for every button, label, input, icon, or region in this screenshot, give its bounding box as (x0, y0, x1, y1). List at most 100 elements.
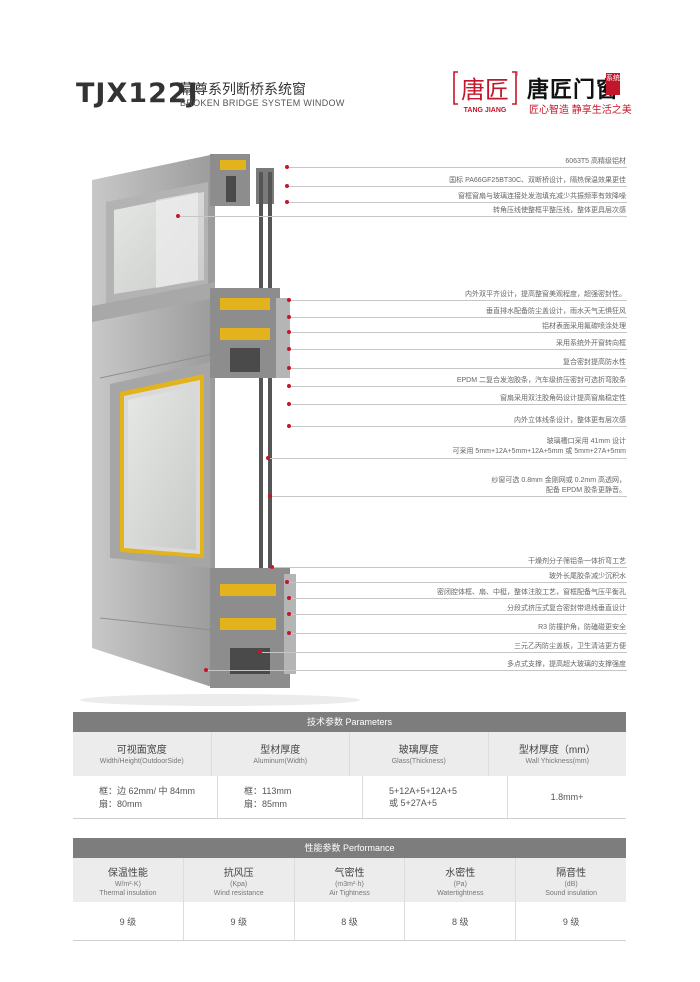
callout-text: 6063T5 高精级铝材 (565, 158, 626, 165)
callout-line (180, 216, 627, 217)
callout-text: 国标 PA66GF25BT30C、双断桥设计，隔热保温效果更佳 (449, 177, 626, 184)
callout-text: 内外立体线条设计，整体更有层次感 (514, 417, 626, 424)
header-en: Aluminum(Width) (253, 758, 308, 765)
performance-title: 性能参数 Performance (73, 838, 626, 858)
callout-text: EPDM 二复合发泡胶条，汽车级挤压密封可选折弯胶条 (456, 377, 626, 384)
header-en: Glass(Thickness) (391, 758, 446, 765)
callout-line (291, 598, 627, 599)
value-line: 框：边 62mm/ 中 84mm (99, 786, 196, 796)
performance-header-cell: 水密性 (Pa) Watertightness (405, 858, 517, 902)
product-title-en: BROKEN BRIDGE SYSTEM WINDOW (180, 98, 345, 108)
value-line: 1.8mm+ (550, 792, 584, 802)
header-unit: (dB) (564, 881, 578, 888)
logo-en: TANG JIANG (464, 107, 507, 114)
parameters-header-cell: 型材厚度（mm） Wall Yhickness(mm) (489, 732, 627, 776)
callout-dot (285, 580, 289, 584)
parameters-header-cell: 玻璃厚度 Glass(Thickness) (350, 732, 489, 776)
parameters-value-cell: 框：113mm 扇：85mm (218, 776, 363, 818)
callout-dot (285, 165, 289, 169)
callout-text: 转角压线使整框平整压线，整体更具层次感 (493, 207, 626, 214)
header-unit: (m3m²·h) (335, 881, 364, 888)
header-en: Watertightness (437, 890, 484, 897)
header-en: Wind resistance (213, 890, 264, 897)
performance-header-cell: 气密性 (m3m²·h) Air Tightness (295, 858, 406, 902)
callout-dot (287, 298, 291, 302)
header-cn: 玻璃厚度 (398, 745, 439, 756)
callout-line (289, 167, 627, 168)
callout-line (272, 496, 627, 497)
callout-text: 密闭腔体框、扇、中梃，整体注胶工艺，窗框配备气压平衡孔 (437, 589, 626, 596)
product-model: TJX122J (76, 78, 199, 109)
callout-dot (287, 424, 291, 428)
callout-text: 内外双平齐设计，提高整窗美观程度，超强密封性。 (465, 291, 626, 298)
header-cn: 可视面宽度 (116, 745, 167, 756)
callout-text: R3 防撞护角，防磕碰更安全 (538, 624, 626, 631)
callout-line (291, 349, 627, 350)
header-unit: (Kpa) (230, 881, 248, 888)
callout-text: 复合密封提高防水性 (563, 359, 626, 366)
callout-dot (287, 384, 291, 388)
callout-dot (287, 330, 291, 334)
value-line: 框：113mm (244, 786, 292, 796)
parameters-value-row: 框：边 62mm/ 中 84mm 扇：80mm 框：113mm 扇：85mm 5… (73, 776, 626, 818)
header-en: Width/Height(OutdoorSide) (99, 758, 184, 765)
callout-text-line: 玻璃槽口采用 41mm 设计 (546, 438, 626, 445)
callout-line (208, 670, 627, 671)
value-line: 或 5+27A+5 (389, 797, 438, 808)
callout-text: 垂直排水配备防尘盖设计，雨水天气无惧狂风 (486, 308, 626, 315)
callout-dot (287, 315, 291, 319)
parameters-title: 技术参数 Parameters (73, 712, 626, 732)
callout-dot (270, 565, 274, 569)
parameters-value-cell: 5+12A+5+12A+5 或 5+27A+5 (363, 776, 508, 818)
header-cn: 抗风压 (223, 868, 254, 879)
callout-line (262, 652, 627, 653)
logo-glyphs: 唐匠 (461, 76, 509, 104)
callout-dot (285, 184, 289, 188)
callout-dot (266, 456, 270, 460)
callout-text: 分段式挤压式复合密封带退线垂直设计 (507, 605, 626, 612)
header-cn: 隔音性 (556, 868, 587, 879)
value-line: 扇：80mm (99, 799, 143, 809)
callout-text-line: 可采用 5mm+12A+5mm+12A+5mm 或 5mm+27A+5mm (452, 448, 626, 455)
parameters-header-row: 可视面宽度 Width/Height(OutdoorSide) 型材厚度 Alu… (73, 732, 626, 776)
performance-header-cell: 抗风压 (Kpa) Wind resistance (184, 858, 295, 902)
callout-line (291, 404, 627, 405)
registered-mark: ® (516, 71, 518, 78)
callout-text: 纱窗可选 0.8mm 金刚网或 0.2mm 高透网， 配备 EPDM 胶条更静音… (491, 476, 626, 496)
header-cn: 型材厚度（mm） (518, 745, 596, 756)
brand-slogan: 匠心智造 静享生活之美 (529, 105, 632, 116)
value-line: 5+12A+5+12A+5 (389, 785, 458, 796)
callout-dot (287, 366, 291, 370)
callout-text: 干燥剂分子筛铝条一体折弯工艺 (528, 558, 626, 565)
value-line: 扇：85mm (244, 799, 288, 809)
header-en: Sound insulation (545, 890, 597, 897)
callout-line (291, 317, 627, 318)
callout-line (289, 202, 627, 203)
header-unit: W/m²·K) (114, 881, 141, 888)
callout-text: 多点式支撑，提高超大玻璃的支撑强度 (507, 661, 626, 668)
callout-text: 铝材表面采用氟碳喷涂处理 (542, 323, 626, 330)
callout-line (291, 300, 627, 301)
header-cn: 保温性能 (107, 868, 148, 879)
callout-text: 玻璃槽口采用 41mm 设计 可采用 5mm+12A+5mm+12A+5mm 或… (452, 437, 626, 457)
callout-dot (268, 494, 272, 498)
callout-line (291, 332, 627, 333)
callout-text-line: 纱窗可选 0.8mm 金刚网或 0.2mm 高透网， (491, 477, 626, 484)
callout-dot (287, 402, 291, 406)
performance-header-cell: 隔音性 (dB) Sound insulation (516, 858, 626, 902)
callout-line (270, 458, 627, 459)
performance-value-cell: 9 级 (73, 902, 184, 940)
callout-dot (287, 631, 291, 635)
callout-text-line: 配备 EPDM 胶条更静音。 (545, 487, 626, 494)
performance-value-cell: 8 级 (405, 902, 517, 940)
callout-dot (258, 650, 262, 654)
callout-line (291, 368, 627, 369)
window-cross-section-illustration (70, 148, 370, 708)
header-cn: 气密性 (334, 868, 365, 879)
header-en: Wall Yhickness(mm) (525, 758, 589, 765)
callout-line (291, 386, 627, 387)
callout-dot (204, 668, 208, 672)
product-title-cn: 幕尊系列断桥系统窗 (180, 81, 306, 97)
performance-value-row: 9 级 9 级 8 级 8 级 9 级 (73, 902, 626, 940)
parameters-header-cell: 型材厚度 Aluminum(Width) (212, 732, 350, 776)
